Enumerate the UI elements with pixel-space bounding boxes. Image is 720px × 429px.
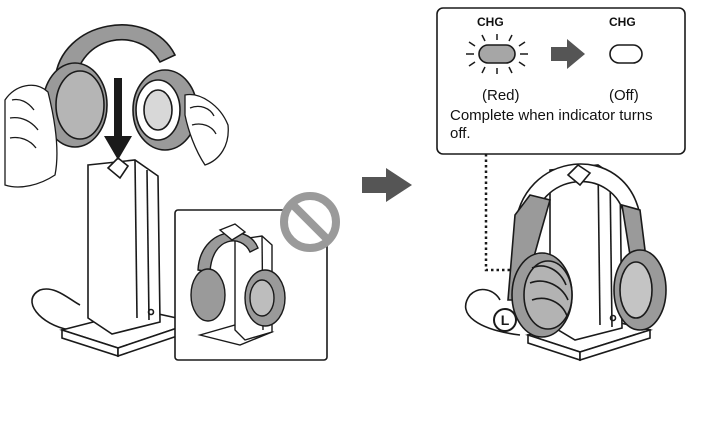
left-stand-group [31,156,198,358]
down-arrow-icon [104,78,132,160]
leader-line [484,154,548,272]
side-marker-text: L [501,312,510,328]
indicator-arrow-icon [551,39,585,69]
indicator-panel [436,7,686,155]
right-stand-group [464,163,667,362]
left-side-marker-icon: L [493,308,517,332]
hands [4,84,229,188]
indicator-before-label: CHG [477,15,504,29]
right-arrow-icon [362,168,412,202]
indicator-red-icon [466,34,528,74]
indicator-after-label: CHG [609,15,636,29]
indicator-off-icon [609,44,643,64]
indicator-after-state: (Off) [609,87,639,104]
indicator-before-state: (Red) [482,87,520,104]
completion-note: Complete when indicator turns off. [450,107,653,142]
left-cable [31,288,81,331]
wrong-placement-inset [174,209,328,361]
prohibition-icon [280,192,340,252]
